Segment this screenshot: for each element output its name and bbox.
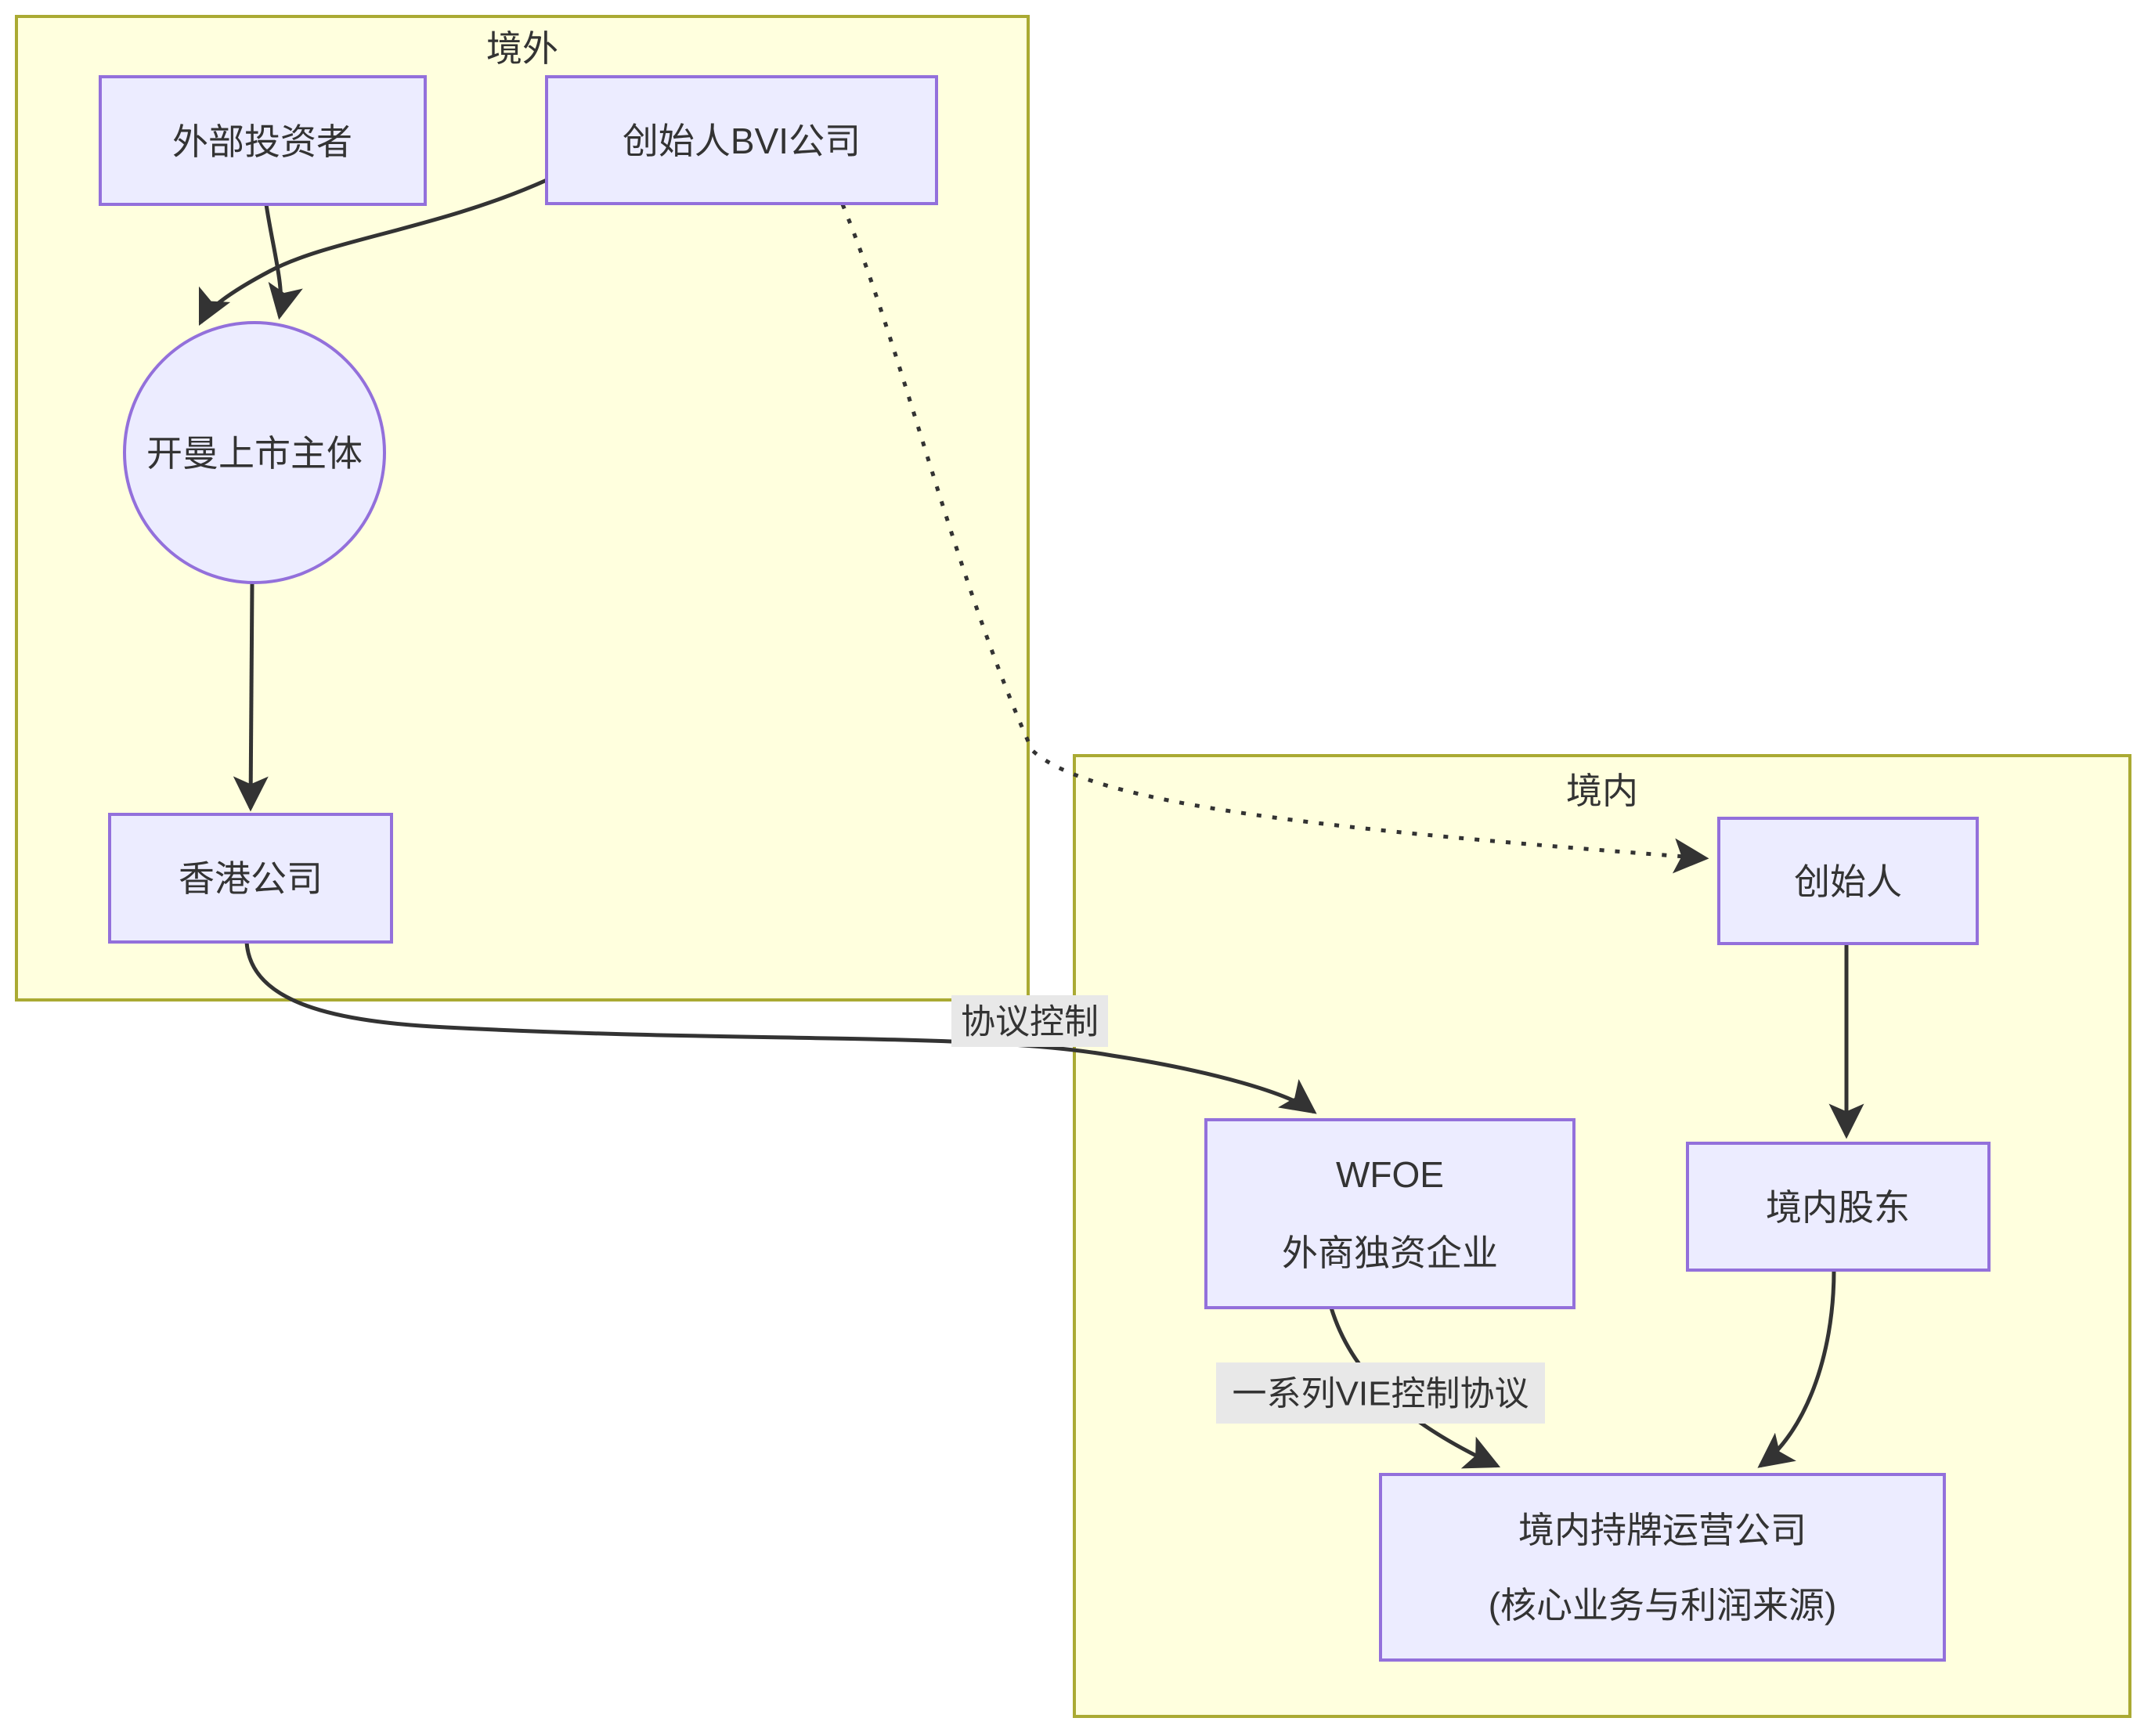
- edge-founder-bvi-to-cayman: [198, 178, 548, 327]
- node-founder-bvi-box: [545, 75, 938, 205]
- node-opco: 境内持牌运营公司 (核心业务与利润来源): [1379, 1473, 1946, 1662]
- edge-label-agreement-control: 协议控制: [951, 995, 1108, 1047]
- edge-label-vie-agreements: 一系列VIE控制协议: [1216, 1362, 1545, 1424]
- node-founder-bvi: 创始人BVI公司: [545, 75, 938, 205]
- node-opco-label-line-2: (核心业务与利润来源): [1489, 1585, 1837, 1626]
- node-wfoe-box: [1204, 1118, 1576, 1309]
- node-founder-box: [1717, 817, 1979, 945]
- edge-label-agreement-control-text: 协议控制: [961, 1003, 1099, 1041]
- edge-label-agreement-control-bg: [951, 995, 1108, 1047]
- node-domestic-shareholders-box: [1686, 1142, 1991, 1272]
- node-opco-box: [1379, 1473, 1946, 1662]
- node-opco-label-line-1: 境内持牌运营公司: [1518, 1510, 1807, 1550]
- node-cayman-listco-label: 开曼上市主体: [146, 433, 363, 474]
- edge-cayman-to-hk-company: [233, 582, 269, 812]
- node-hk-company: 香港公司: [108, 813, 393, 944]
- node-hk-company-box: [108, 813, 393, 944]
- onshore-cluster-title: 境内: [1566, 771, 1638, 811]
- node-external-investors-box: [99, 75, 427, 206]
- node-wfoe: WFOE 外商独资企业: [1204, 1118, 1576, 1309]
- node-founder-label: 创始人: [1794, 861, 1902, 902]
- edge-label-vie-agreements-bg: [1216, 1362, 1545, 1424]
- offshore-cluster-title: 境外: [486, 28, 558, 69]
- node-wfoe-label-line-1: WFOE: [1336, 1154, 1444, 1195]
- node-cayman-listco: 开曼上市主体: [123, 321, 386, 584]
- edge-label-vie-agreements-text: 一系列VIE控制协议: [1233, 1375, 1529, 1413]
- node-wfoe-label-line-2: 外商独资企业: [1282, 1233, 1498, 1273]
- node-founder: 创始人: [1717, 817, 1979, 945]
- node-domestic-shareholders: 境内股东: [1686, 1142, 1991, 1272]
- node-domestic-shareholders-label: 境内股东: [1766, 1187, 1910, 1228]
- node-cayman-listco-circle: [123, 321, 386, 584]
- node-founder-bvi-label: 创始人BVI公司: [623, 121, 861, 161]
- edge-founder-bvi-to-founder-dotted: [840, 204, 1709, 874]
- node-external-investors: 外部投资者: [99, 75, 427, 206]
- node-external-investors-label: 外部投资者: [172, 121, 352, 162]
- edge-domestic-shareholders-to-opco: [1757, 1269, 1836, 1468]
- edge-hk-company-to-wfoe: [244, 941, 1317, 1114]
- node-hk-company-label: 香港公司: [179, 858, 323, 899]
